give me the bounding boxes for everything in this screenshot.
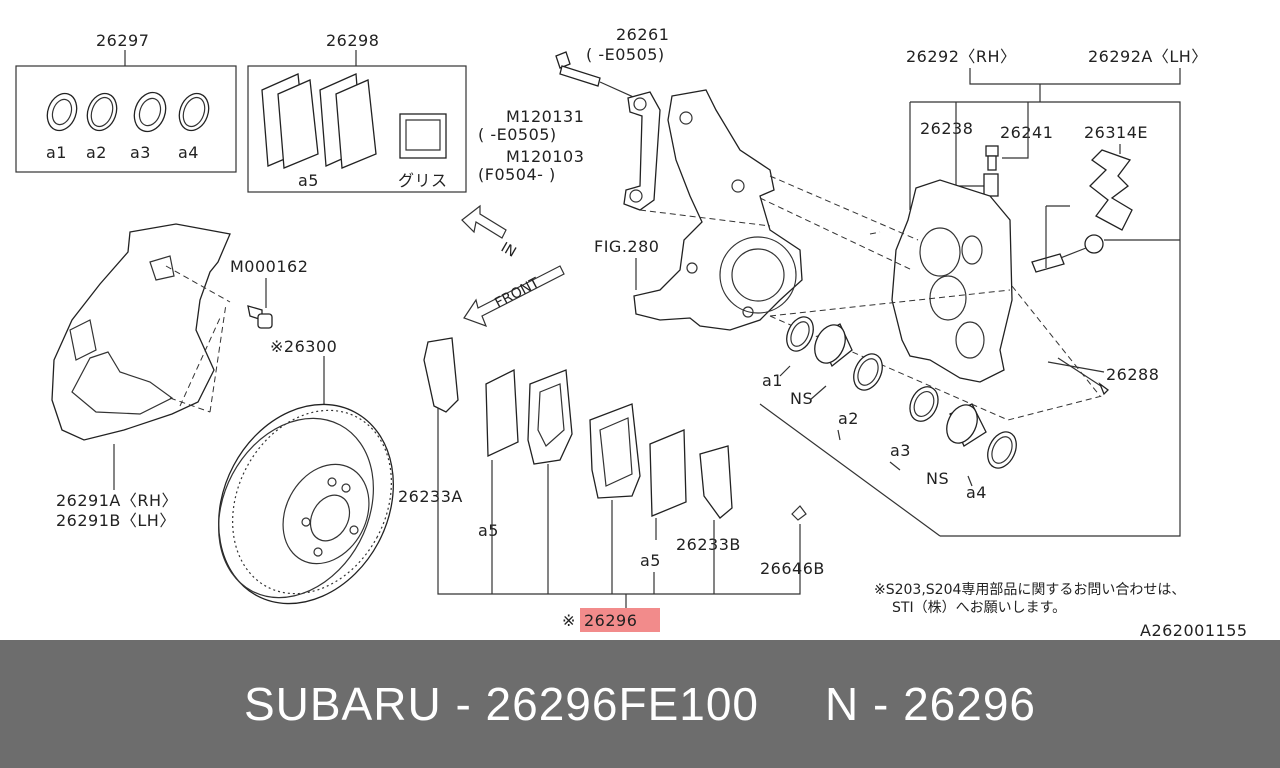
label-a1-caliper: a1 xyxy=(762,371,783,390)
label-a3: a3 xyxy=(130,143,151,162)
label-26261-range: ( -E0505) xyxy=(586,45,665,64)
diagram-svg: 26297 a1 a2 a3 a4 26298 a5 グリス IN FRONT … xyxy=(15,25,1248,640)
brake-disc xyxy=(218,403,394,605)
note-line-1: ※S203,S204専用部品に関するお問い合わせは、 xyxy=(874,582,1185,598)
label-26298: 26298 xyxy=(326,31,379,50)
oem-part-number: SUBARU - 26296FE100 xyxy=(243,678,759,730)
label-a4-caliper: a4 xyxy=(966,483,987,502)
label-a2: a2 xyxy=(86,143,107,162)
label-26241: 26241 xyxy=(1000,123,1053,142)
label-26292: 26292〈RH〉 xyxy=(906,47,1017,66)
label-26296-mark: ※ xyxy=(562,611,576,630)
part-number-banner: SUBARU - 26296FE100 N - 26296 xyxy=(0,640,1280,768)
front-arrow-icon: FRONT xyxy=(463,265,565,328)
label-m120131: M120131 xyxy=(506,107,584,126)
label-26646b: 26646B xyxy=(760,559,825,578)
label-m000162: M000162 xyxy=(230,257,308,276)
label-a5-box: a5 xyxy=(298,171,319,190)
label-ns-1: NS xyxy=(790,389,813,408)
label-grease: グリス xyxy=(398,171,448,190)
label-a1: a1 xyxy=(46,143,67,162)
parts-diagram: 26297 a1 a2 a3 a4 26298 a5 グリス IN FRONT … xyxy=(15,25,1248,640)
grease-packet xyxy=(399,113,447,159)
label-fig280: FIG.280 xyxy=(594,237,659,256)
label-26233b: 26233B xyxy=(676,535,741,554)
label-ns-2: NS xyxy=(926,469,949,488)
label-a5-pad-b: a5 xyxy=(640,551,661,570)
label-a4: a4 xyxy=(178,143,199,162)
label-26314e: 26314E xyxy=(1084,123,1148,142)
caliper-bracket xyxy=(623,91,661,211)
bolt-m000162 xyxy=(247,305,273,329)
shim-plates xyxy=(261,73,377,169)
note-line-2: STI（株）へお願いします。 xyxy=(892,600,1066,616)
brake-pads xyxy=(423,337,733,519)
label-26238: 26238 xyxy=(920,119,973,138)
label-26233a: 26233A xyxy=(398,487,463,506)
label-a2-caliper: a2 xyxy=(838,409,859,428)
kit-box-26298 xyxy=(247,65,467,193)
label-26291a: 26291A〈RH〉 xyxy=(56,491,178,510)
label-26300: ※26300 xyxy=(270,337,337,356)
pad-spring-26314e xyxy=(1089,149,1133,231)
svg-text:IN: IN xyxy=(498,240,519,261)
label-26292a: 26292A〈LH〉 xyxy=(1088,47,1208,66)
kit-box-26297 xyxy=(15,65,237,173)
diagram-part-number: N - 26296 xyxy=(825,678,1037,730)
label-m120103-range: (F0504- ) xyxy=(478,165,556,184)
part-number-highlight xyxy=(580,608,660,632)
label-26261: 26261 xyxy=(616,25,669,44)
bolt-m120131 xyxy=(555,51,601,87)
wear-sensor-26646b xyxy=(791,505,807,521)
label-26288: 26288 xyxy=(1106,365,1159,384)
label-m120131-range: ( -E0505) xyxy=(478,125,557,144)
label-26296[interactable]: 26296 xyxy=(584,611,637,630)
caliper-body xyxy=(891,179,1013,383)
svg-text:FRONT: FRONT xyxy=(492,275,542,312)
dust-shield xyxy=(51,223,231,441)
reference-code: A262001155 xyxy=(1140,621,1248,640)
bleeder-screw xyxy=(983,145,999,197)
seal-rings xyxy=(46,91,210,133)
piston-seal-set xyxy=(786,316,1017,469)
label-a3-caliper: a3 xyxy=(890,441,911,460)
label-m120103: M120103 xyxy=(506,147,584,166)
label-26297: 26297 xyxy=(96,31,149,50)
label-26291b: 26291B〈LH〉 xyxy=(56,511,176,530)
in-arrow-icon: IN xyxy=(461,204,519,261)
pad-pin xyxy=(1031,234,1104,273)
steering-knuckle xyxy=(633,89,803,331)
label-a5-pad-a: a5 xyxy=(478,521,499,540)
retaining-pin-26288 xyxy=(1057,357,1109,396)
